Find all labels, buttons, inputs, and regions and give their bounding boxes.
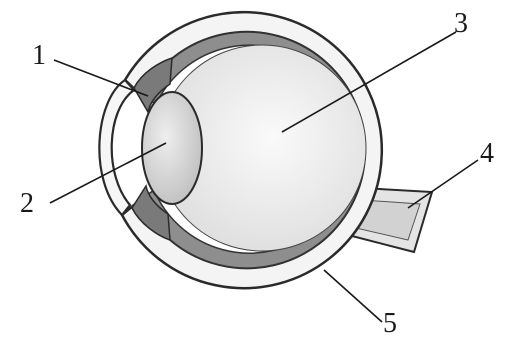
leader-line-5 xyxy=(324,270,382,322)
label-5: 5 xyxy=(383,310,397,338)
label-1: 1 xyxy=(32,42,46,70)
leader-line-4 xyxy=(408,160,478,208)
label-2: 2 xyxy=(20,190,34,218)
label-4: 4 xyxy=(480,140,494,168)
lens xyxy=(142,92,202,204)
cornea xyxy=(99,80,134,215)
label-3: 3 xyxy=(454,10,468,38)
